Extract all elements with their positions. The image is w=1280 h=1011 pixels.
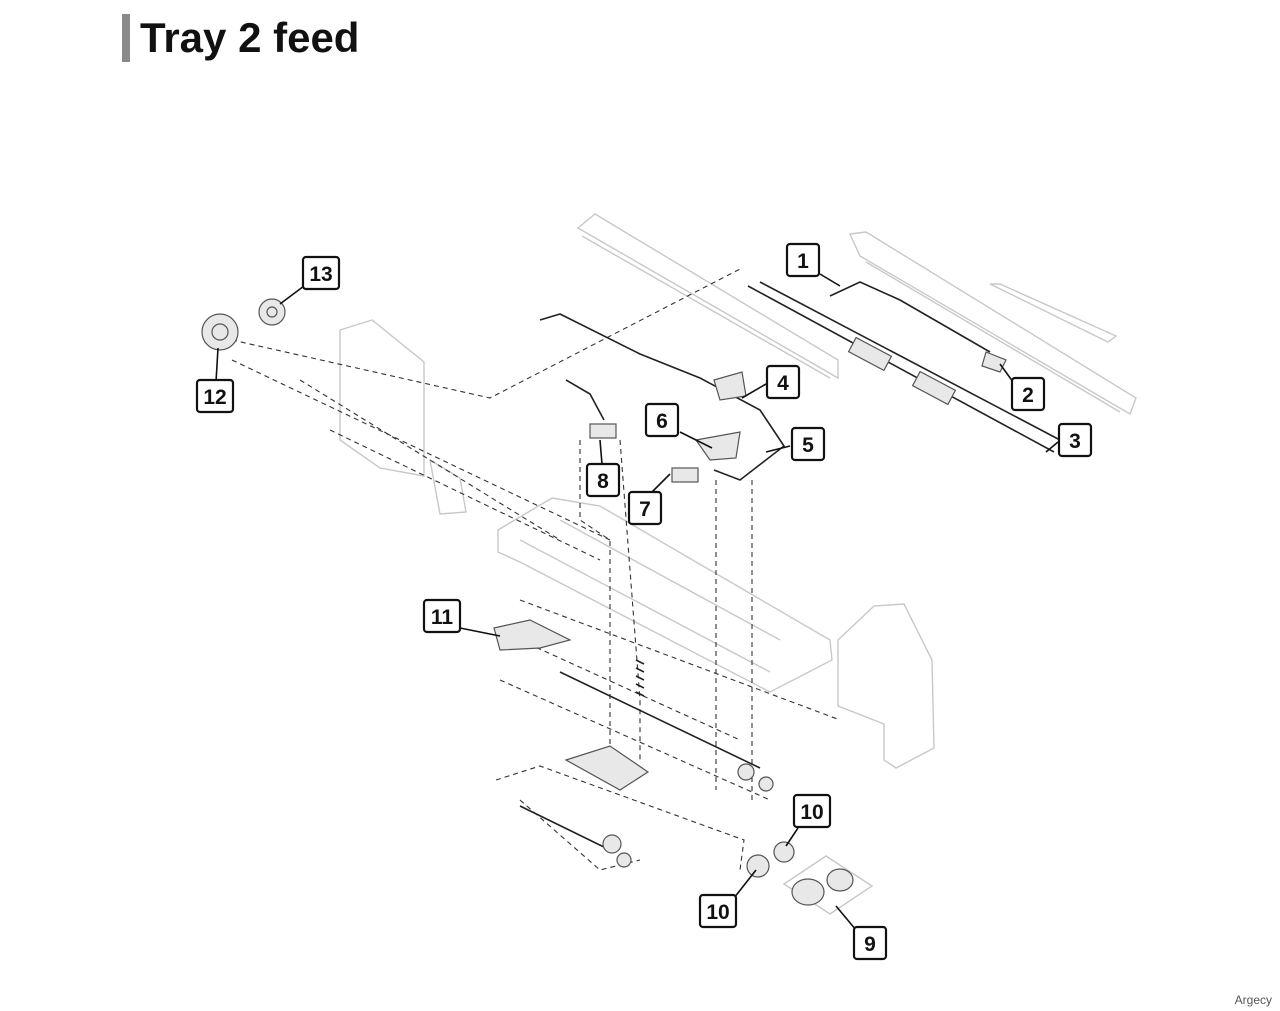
callout-12: 12 bbox=[195, 378, 235, 414]
svg-text:6: 6 bbox=[656, 410, 668, 433]
svg-text:5: 5 bbox=[802, 434, 814, 457]
tray-base-frame bbox=[497, 497, 833, 693]
svg-text:8: 8 bbox=[597, 470, 609, 493]
svg-text:10: 10 bbox=[800, 801, 823, 824]
feed-rollers bbox=[746, 841, 874, 915]
callout-4: 4 bbox=[765, 364, 801, 400]
svg-text:13: 13 bbox=[309, 263, 332, 286]
right-side-frame bbox=[837, 603, 935, 769]
svg-text:2: 2 bbox=[1022, 384, 1034, 407]
title-accent-bar bbox=[122, 14, 130, 62]
left-side-frame bbox=[339, 319, 467, 515]
assembly-lines bbox=[231, 267, 841, 871]
callout-7: 7 bbox=[627, 490, 663, 526]
callout-3: 3 bbox=[1057, 422, 1093, 458]
svg-text:10: 10 bbox=[706, 901, 729, 924]
svg-text:4: 4 bbox=[777, 372, 789, 395]
svg-text:12: 12 bbox=[203, 386, 226, 409]
callout-9: 9 bbox=[852, 925, 888, 961]
upper-left-rail bbox=[576, 213, 839, 380]
callout-1: 1 bbox=[785, 242, 821, 278]
page-title: Tray 2 feed bbox=[140, 14, 360, 61]
svg-text:9: 9 bbox=[864, 933, 876, 956]
svg-text:11: 11 bbox=[431, 606, 454, 629]
shaft-roller-assembly bbox=[747, 281, 1061, 453]
upper-right-rail bbox=[848, 231, 1137, 416]
spring bbox=[635, 659, 645, 697]
callout-10-upper: 10 bbox=[792, 793, 832, 829]
small-parts bbox=[493, 351, 1007, 651]
lower-shafts bbox=[519, 671, 774, 868]
credit-text: Argecy bbox=[1234, 993, 1272, 1007]
callout-10-lower: 10 bbox=[698, 893, 738, 929]
svg-text:3: 3 bbox=[1069, 430, 1081, 453]
gears-left bbox=[201, 298, 286, 351]
callout-8: 8 bbox=[585, 462, 621, 498]
callout-13: 13 bbox=[301, 255, 341, 291]
callout-11: 11 bbox=[422, 598, 462, 634]
svg-text:1: 1 bbox=[797, 250, 809, 273]
callout-2: 2 bbox=[1010, 376, 1046, 412]
svg-text:7: 7 bbox=[639, 498, 651, 521]
callout-5: 5 bbox=[790, 426, 826, 462]
callout-6: 6 bbox=[644, 402, 680, 438]
